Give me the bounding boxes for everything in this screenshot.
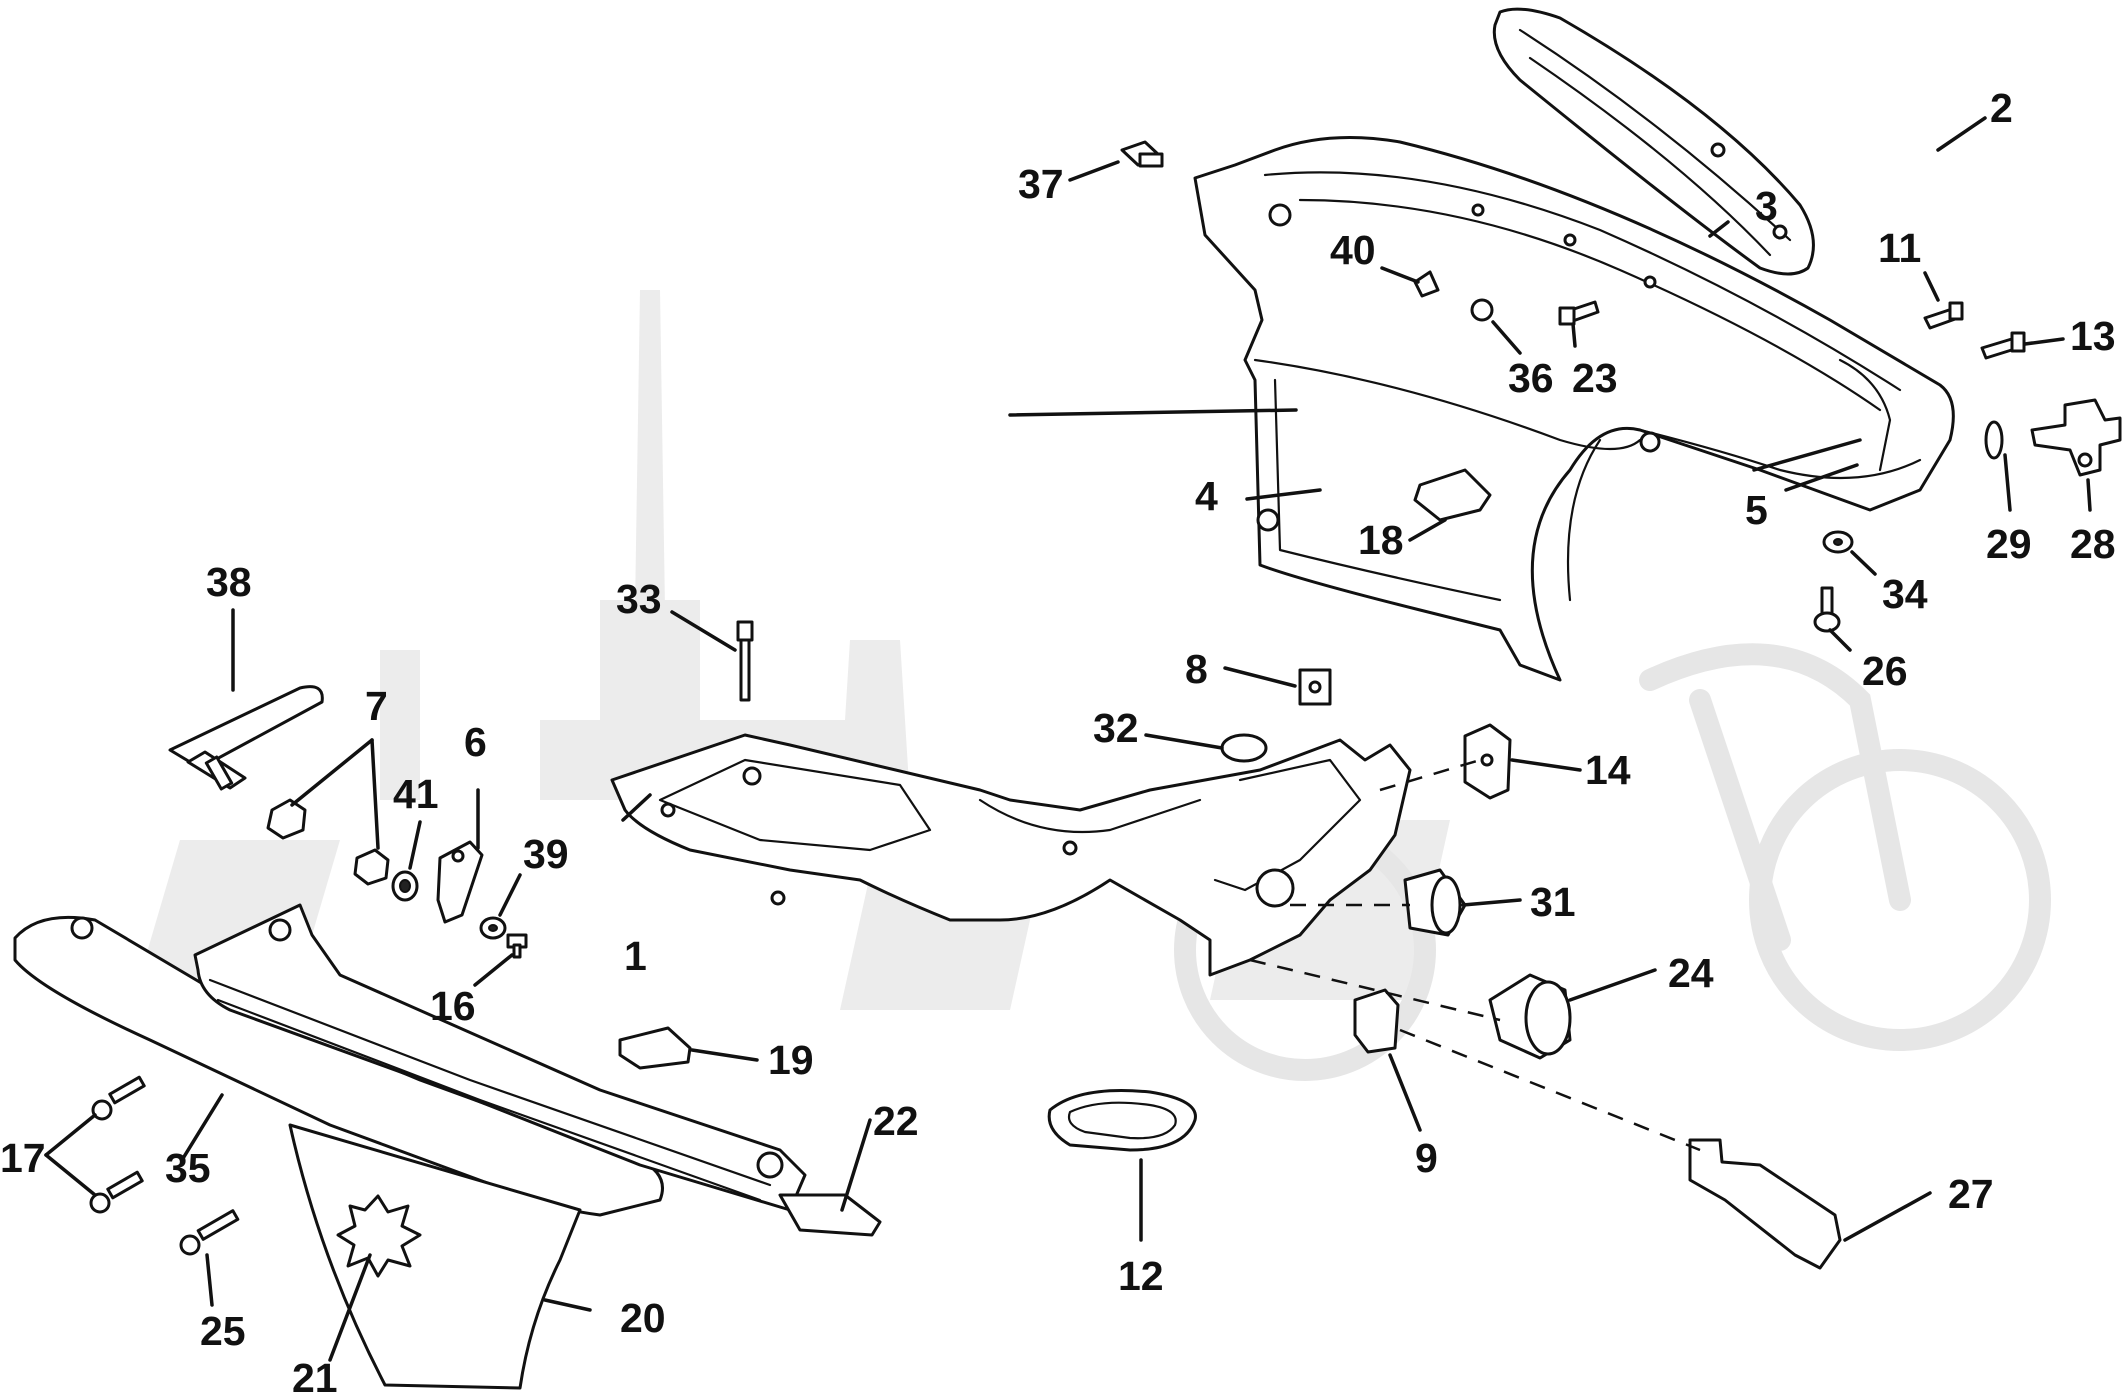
part-11-bolt (1923, 301, 1964, 330)
part-25-screw (179, 1209, 240, 1256)
part-21-emblem (336, 1194, 422, 1278)
callout-6: 6 (464, 719, 487, 765)
part-12-ring (1047, 1089, 1197, 1152)
callout-18: 18 (1358, 517, 1404, 563)
part-36-nut (1470, 298, 1494, 322)
callout-17: 17 (0, 1135, 46, 1181)
part-41-washer (391, 870, 419, 902)
part-14-plate (1463, 723, 1512, 800)
assembly-lines (1249, 758, 1701, 1152)
callout-33: 33 (616, 576, 662, 622)
part-40-nut (1413, 270, 1440, 298)
callout-3: 3 (1755, 183, 1778, 229)
part-18-pad (1413, 468, 1492, 522)
callout-41: 41 (393, 771, 439, 817)
part-24-boot (1488, 973, 1572, 1060)
part-39-washer (479, 916, 507, 940)
callout-29: 29 (1986, 521, 2032, 567)
part-7-nut-b (353, 848, 390, 886)
callout-31: 31 (1530, 879, 1576, 925)
callout-32: 32 (1093, 705, 1139, 751)
callout-36: 36 (1508, 355, 1554, 401)
part-37-bolt (1120, 140, 1164, 168)
callout-34: 34 (1882, 571, 1928, 617)
part-38-handle (168, 685, 324, 791)
callout-20: 20 (620, 1295, 666, 1341)
part-2-rail (1492, 7, 1815, 276)
callout-19: 19 (768, 1037, 814, 1083)
part-3-4-5-trunk-body (1193, 136, 1955, 682)
callout-11: 11 (1878, 225, 1921, 271)
part-26-bolt (1813, 586, 1841, 633)
callout-37: 37 (1018, 161, 1064, 207)
callout-8: 8 (1185, 646, 1208, 692)
callout-27: 27 (1948, 1171, 1994, 1217)
part-6-bracket (436, 840, 484, 924)
callout-9: 9 (1415, 1135, 1438, 1181)
callout-25: 25 (200, 1308, 246, 1354)
part-1-frame (610, 733, 1412, 977)
part-28-bracket (2030, 398, 2122, 477)
callout-4: 4 (1195, 473, 1218, 519)
part-35-bumper (13, 903, 807, 1217)
callout-21: 21 (292, 1355, 338, 1397)
part-20-panel (288, 1123, 582, 1390)
part-31-boot (1403, 868, 1467, 937)
callout-22: 22 (873, 1098, 919, 1144)
callout-39: 39 (523, 831, 569, 877)
part-7-nut-a (266, 798, 307, 840)
part-29-washer (1984, 420, 2004, 460)
part-17-screw-a (91, 1075, 146, 1121)
callout-40: 40 (1330, 227, 1376, 273)
part-9-clip (1353, 988, 1400, 1054)
part-27-bracket (1688, 1138, 1842, 1270)
callout-labels: 2 3 37 40 11 13 36 23 4 18 5 29 28 34 26… (0, 85, 2116, 1397)
callout-35: 35 (165, 1145, 211, 1191)
part-32-grommet (1220, 733, 1268, 763)
callout-14: 14 (1585, 747, 1631, 793)
part-17-screw-b (89, 1170, 144, 1214)
callout-26: 26 (1862, 648, 1908, 694)
part-13-bolt (1980, 331, 2026, 360)
callout-5: 5 (1745, 487, 1768, 533)
part-16-screw (506, 933, 528, 959)
callout-2: 2 (1990, 85, 2013, 131)
callout-12: 12 (1118, 1253, 1164, 1299)
callout-13: 13 (2070, 313, 2116, 359)
callout-7: 7 (365, 683, 388, 729)
leader-lines (44, 116, 2092, 1362)
callout-16: 16 (430, 983, 476, 1029)
part-34-washer (1822, 530, 1854, 554)
part-23-bolt (1558, 300, 1600, 326)
callout-23: 23 (1572, 355, 1618, 401)
callout-28: 28 (2070, 521, 2116, 567)
part-8-clip (1298, 668, 1332, 706)
callout-38: 38 (206, 559, 252, 605)
part-33-bolt (736, 620, 754, 702)
part-22-shield (778, 1193, 882, 1237)
callout-1: 1 (624, 933, 647, 979)
part-19-pad (618, 1026, 692, 1070)
callout-24: 24 (1668, 950, 1714, 996)
